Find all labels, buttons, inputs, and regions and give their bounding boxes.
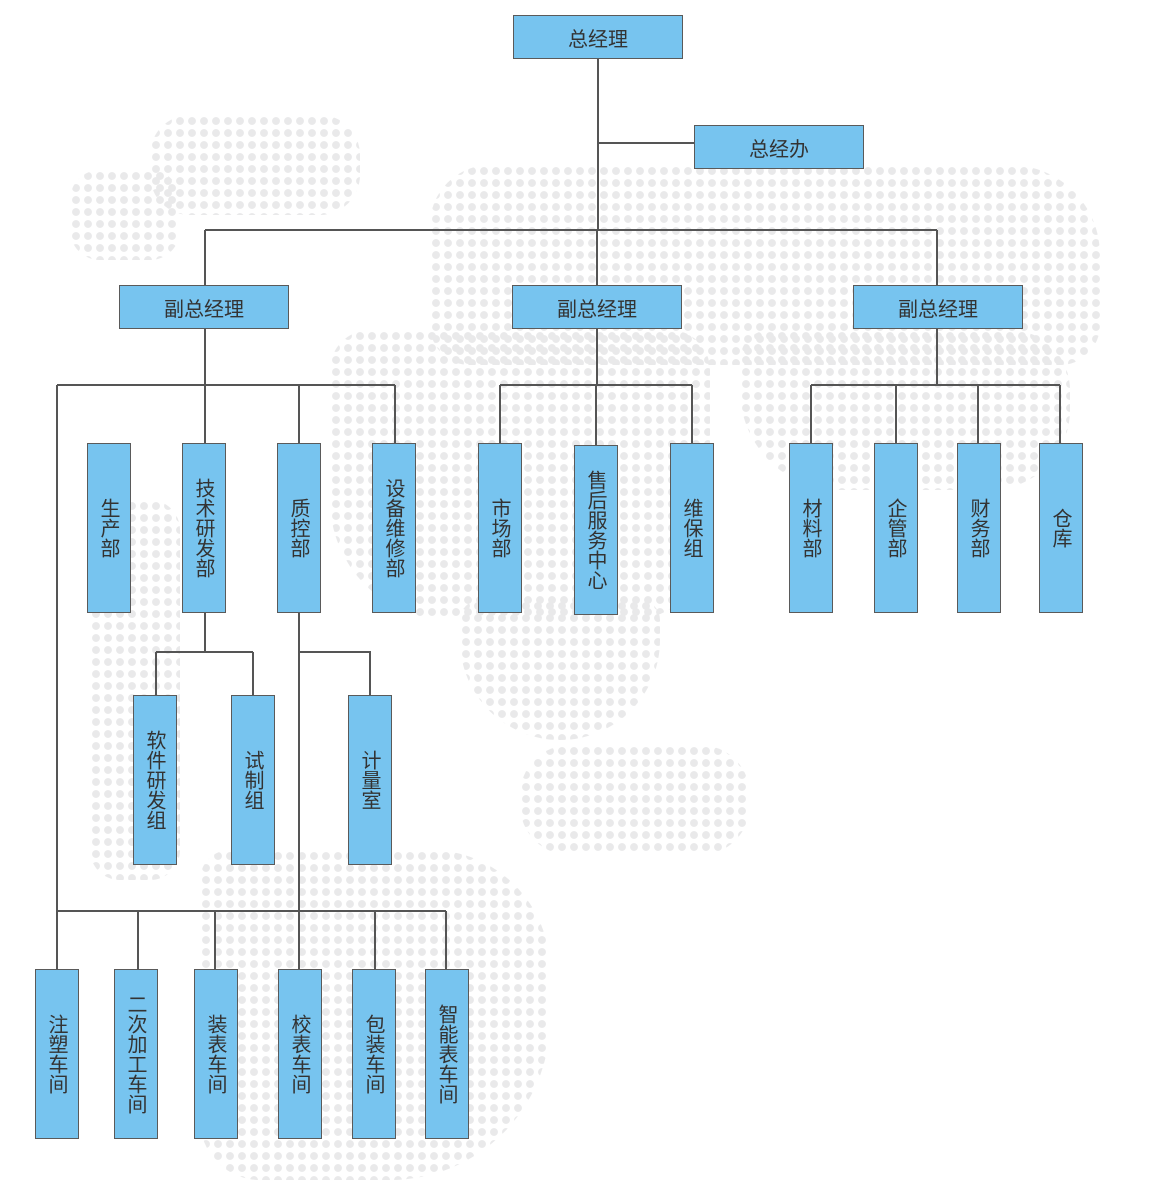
vp-box: 副总经理 <box>119 285 289 329</box>
dept-box: 仓库 <box>1039 443 1083 613</box>
dept-box: 市场部 <box>478 443 522 613</box>
workshop-box: 校表车间 <box>278 969 322 1139</box>
dept-label: 设备维修部 <box>382 478 406 578</box>
dept-box: 设备维修部 <box>372 443 416 613</box>
dept-label: 质控部 <box>287 498 311 558</box>
vp-box: 副总经理 <box>512 285 682 329</box>
dept-box: 材料部 <box>789 443 833 613</box>
group-label: 计量室 <box>358 750 382 810</box>
dept-label: 仓库 <box>1049 508 1073 548</box>
dept-label: 生产部 <box>97 498 121 558</box>
ceo-box: 总经理 <box>513 15 683 59</box>
dept-label: 维保组 <box>680 498 704 558</box>
group-box: 软件研发组 <box>133 695 177 865</box>
office-box: 总经办 <box>694 125 864 169</box>
group-box: 试制组 <box>231 695 275 865</box>
dept-label: 财务部 <box>967 498 991 558</box>
group-label: 试制组 <box>241 750 265 810</box>
office-label: 总经办 <box>749 136 809 161</box>
dept-box: 生产部 <box>87 443 131 613</box>
workshop-label: 注塑车间 <box>45 1014 69 1094</box>
dept-box: 财务部 <box>957 443 1001 613</box>
workshop-box: 装表车间 <box>194 969 238 1139</box>
dept-box: 企管部 <box>874 443 918 613</box>
group-label: 软件研发组 <box>143 730 167 830</box>
dept-label: 企管部 <box>884 498 908 558</box>
workshop-box: 包装车间 <box>352 969 396 1139</box>
dept-label: 材料部 <box>799 498 823 558</box>
workshop-label: 智能表车间 <box>435 1004 459 1104</box>
vp-label: 副总经理 <box>164 296 244 321</box>
vp-label: 副总经理 <box>898 296 978 321</box>
workshop-label: 装表车间 <box>204 1014 228 1094</box>
ceo-label: 总经理 <box>568 26 628 51</box>
group-box: 计量室 <box>348 695 392 865</box>
dept-box: 售后服务中心 <box>574 445 618 615</box>
workshop-box: 二次加工车间 <box>114 969 158 1139</box>
dept-label: 市场部 <box>488 498 512 558</box>
dept-label: 售后服务中心 <box>584 470 608 590</box>
workshop-label: 二次加工车间 <box>124 994 148 1114</box>
dept-box: 质控部 <box>277 443 321 613</box>
vp-label: 副总经理 <box>557 296 637 321</box>
vp-box: 副总经理 <box>853 285 1023 329</box>
dept-box: 技术研发部 <box>182 443 226 613</box>
workshop-label: 包装车间 <box>362 1014 386 1094</box>
workshop-label: 校表车间 <box>288 1014 312 1094</box>
dept-label: 技术研发部 <box>192 478 216 578</box>
dept-box: 维保组 <box>670 443 714 613</box>
workshop-box: 智能表车间 <box>425 969 469 1139</box>
workshop-box: 注塑车间 <box>35 969 79 1139</box>
